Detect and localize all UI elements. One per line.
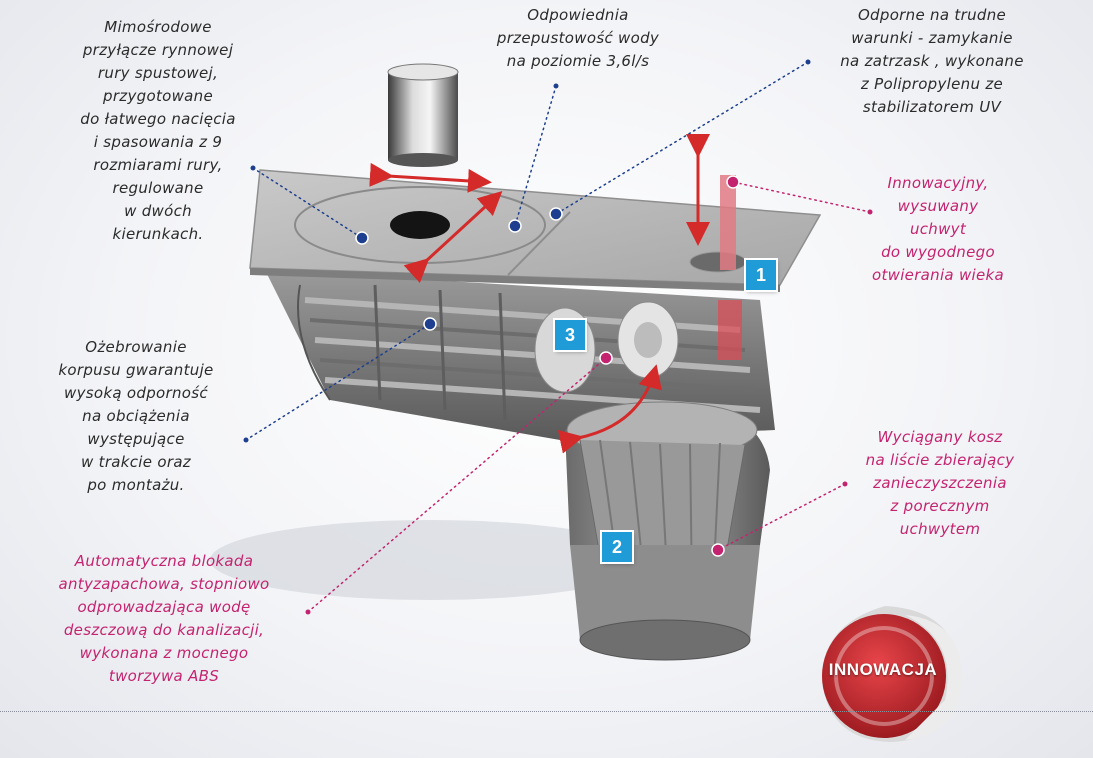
badge-3: 3: [555, 320, 585, 350]
callout-eccentric-connector: Mimośrodowe przyłącze rynnowej rury spus…: [80, 18, 236, 243]
callout-antiodor: Automatyczna blokada antyzapachowa, stop…: [58, 552, 270, 685]
innovation-seal: [821, 606, 962, 742]
callout-markers: [243, 59, 873, 615]
pull-out-handle: [718, 175, 742, 360]
callout-ribbing: Ożebrowanie korpusu gwarantuje wysoką od…: [58, 338, 214, 494]
innovation-seal-label: INNOWACJA: [828, 660, 938, 679]
leader-lines: [245, 61, 871, 613]
badge-1: 1: [746, 260, 776, 290]
callout-basket: Wyciągany kosz na liście zbierający zani…: [865, 428, 1015, 538]
callout-durability: Odporne na trudne warunki - zamykanie na…: [840, 6, 1024, 116]
callout-handle: Innowacyjny, wysuwany uchwyt do wygodneg…: [871, 174, 1005, 284]
downspout-pipe: [387, 63, 459, 167]
outlet-basket: [565, 401, 770, 661]
badge-2: 2: [602, 532, 632, 562]
adjustment-arrows: [369, 134, 710, 454]
callout-flow-rate: Odpowiednia przepustowość wody na poziom…: [496, 6, 660, 70]
footer-divider: [0, 711, 1093, 712]
